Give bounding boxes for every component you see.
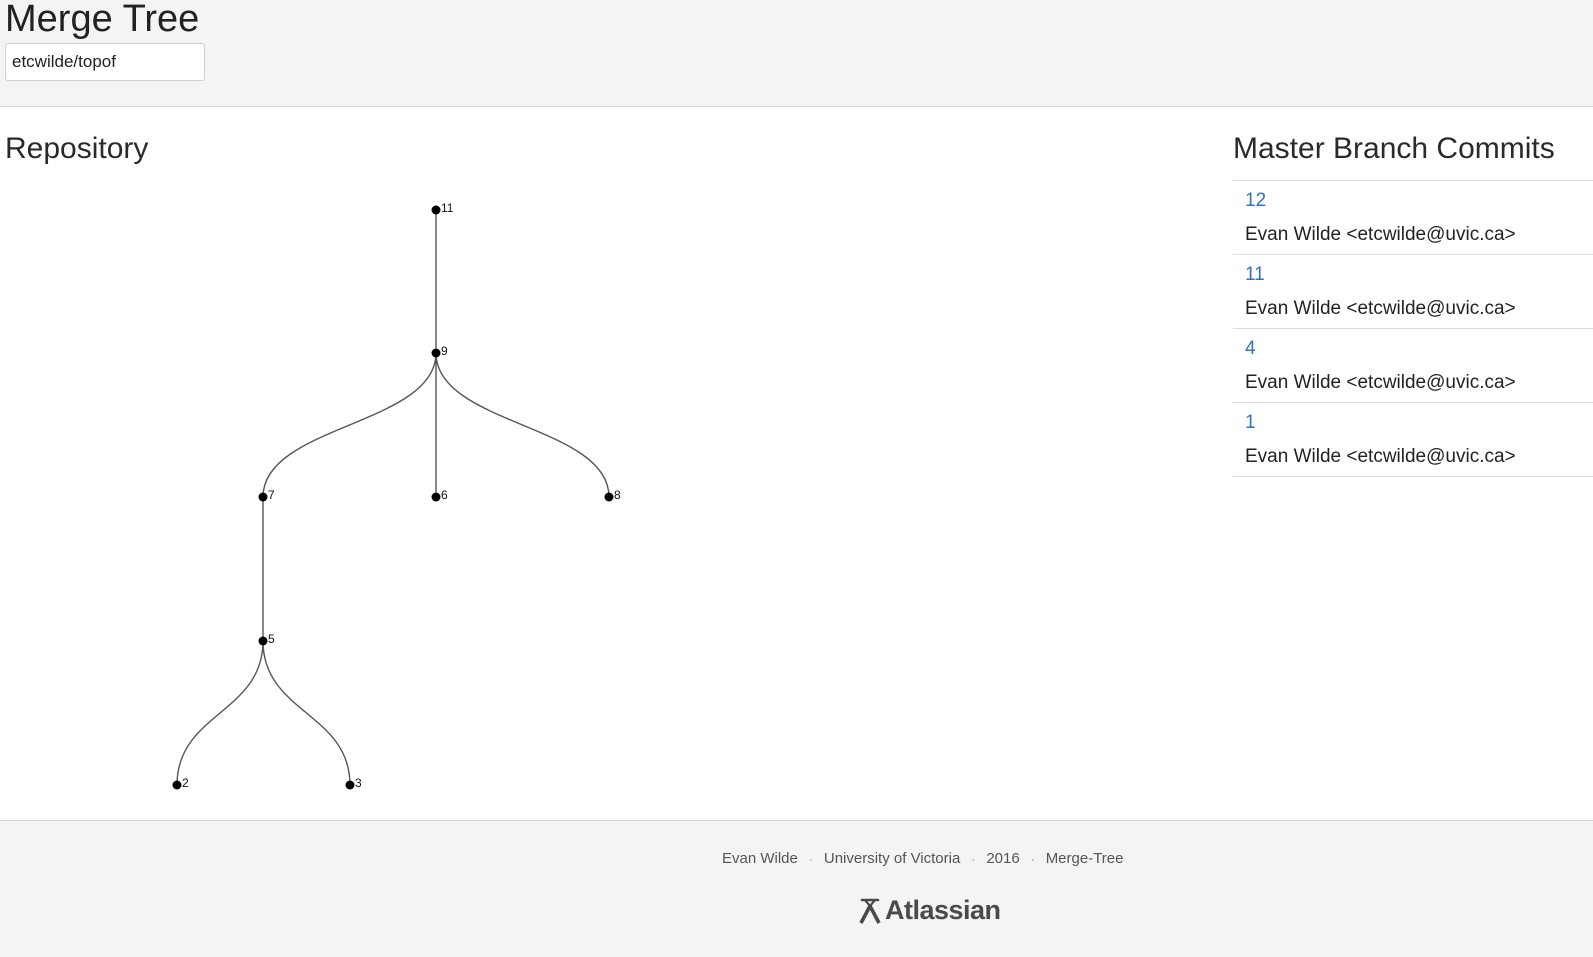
commit-node-label: 2 (182, 776, 189, 790)
commit-node-label: 8 (614, 488, 621, 502)
commit-item: 4 Evan Wilde <etcwilde@uvic.ca> (1233, 329, 1593, 403)
graph-edge (262, 640, 351, 786)
commit-node[interactable] (604, 492, 614, 502)
commit-author: Evan Wilde <etcwilde@uvic.ca> (1245, 446, 1516, 467)
commit-node-label: 3 (355, 776, 362, 790)
footer-project-link[interactable]: Merge-Tree (1045, 850, 1124, 867)
commit-node-label: 11 (441, 201, 454, 215)
commit-node[interactable] (258, 492, 268, 502)
commit-node-label: 9 (441, 344, 448, 358)
commit-node[interactable] (345, 780, 355, 790)
atlassian-logo-icon (859, 898, 881, 924)
commit-item: 11 Evan Wilde <etcwilde@uvic.ca> (1233, 255, 1593, 329)
graph-edges (176, 210, 610, 786)
graph-nodes: 11 9 7 6 8 5 2 3 (172, 201, 621, 790)
commit-link[interactable]: 4 (1245, 338, 1256, 359)
commit-list: 12 Evan Wilde <etcwilde@uvic.ca> 11 Evan… (1233, 180, 1593, 477)
commit-node[interactable] (431, 492, 441, 502)
footer-institution-link[interactable]: University of Victoria (823, 850, 961, 867)
sponsor-name: Atlassian (885, 895, 1001, 925)
footer-separator: · (971, 852, 976, 866)
commit-author: Evan Wilde <etcwilde@uvic.ca> (1245, 372, 1516, 393)
commit-author: Evan Wilde <etcwilde@uvic.ca> (1245, 224, 1516, 245)
commit-link[interactable]: 11 (1245, 264, 1265, 285)
footer: Evan Wilde · University of Victoria · 2016 · M… (0, 820, 1593, 957)
footer-year: 2016 (986, 850, 1020, 867)
commit-author: Evan Wilde <etcwilde@uvic.ca> (1245, 298, 1516, 319)
commit-node[interactable] (172, 780, 182, 790)
graph-edge (262, 352, 437, 498)
merge-tree-graph: 11 9 7 6 8 5 2 3 (172, 201, 621, 790)
commit-link[interactable]: 12 (1245, 190, 1267, 211)
commit-node-label: 6 (441, 488, 448, 502)
footer-separator: · (808, 852, 813, 866)
sponsor-logo: Atlassian (857, 895, 1001, 926)
commit-item: 1 Evan Wilde <etcwilde@uvic.ca> (1233, 403, 1593, 477)
repo-input[interactable] (5, 43, 205, 81)
graph-edge (176, 640, 264, 786)
footer-author-link[interactable]: Evan Wilde (722, 850, 798, 867)
graph-edge (435, 352, 610, 498)
page-title: Merge Tree (5, 0, 200, 40)
commit-node-label: 5 (268, 632, 275, 646)
footer-separator: · (1030, 852, 1035, 866)
commits-heading: Master Branch Commits (1233, 132, 1555, 165)
commit-item: 12 Evan Wilde <etcwilde@uvic.ca> (1233, 181, 1593, 255)
repository-heading: Repository (5, 132, 149, 165)
header-bar: Merge Tree (0, 0, 1593, 107)
commit-link[interactable]: 1 (1245, 412, 1256, 433)
footer-links: Evan Wilde · University of Victoria · 2016 · M… (722, 850, 1124, 867)
commit-node-label: 7 (268, 488, 275, 502)
commit-node[interactable] (431, 205, 441, 215)
commit-node[interactable] (431, 348, 441, 358)
commit-node[interactable] (258, 636, 268, 646)
